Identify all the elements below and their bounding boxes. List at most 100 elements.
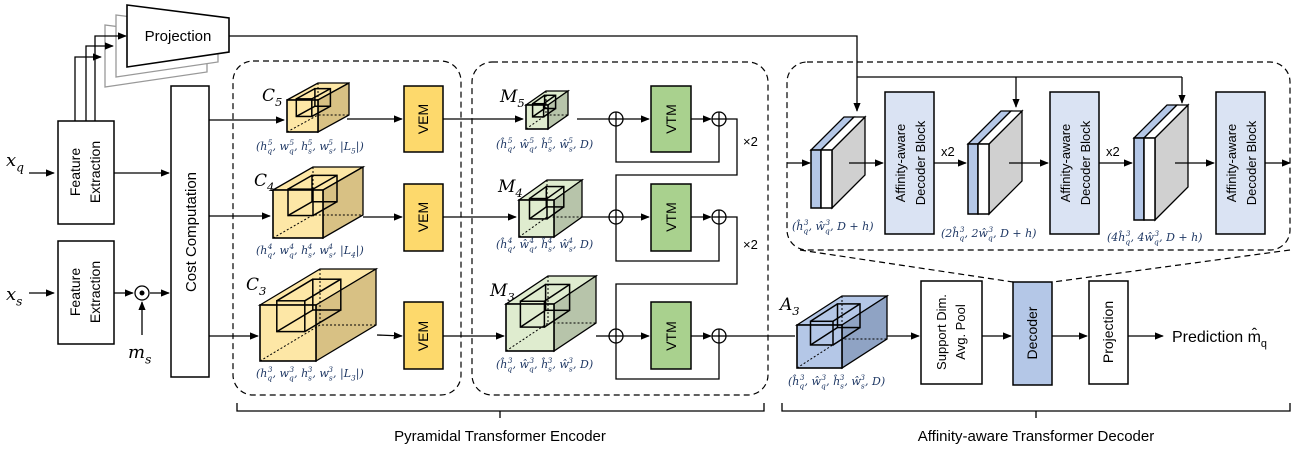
projection-box-bottom	[1088, 280, 1129, 385]
cost-volume-c5-inner-edge	[311, 105, 331, 118]
feature-extraction-query-box	[57, 120, 115, 225]
decoder-feature-1-white-channel	[820, 149, 833, 209]
cost-volume-c3-inner-front	[276, 300, 306, 333]
feature-extraction-line1: Feature	[67, 148, 83, 196]
projection-to-decoder	[229, 35, 861, 112]
affinity-a3-inner-edge	[810, 303, 838, 322]
repeat-label: ×2	[743, 134, 758, 149]
cost-volume-c4-label: C4	[254, 171, 274, 194]
cost-volume-c5-dims: (hq5, wq5, hs5, ws5, |L5|)	[256, 138, 364, 155]
decoder-block-3-label: Affinity-aware Decoder Block	[1224, 120, 1259, 205]
decoder-box	[1012, 281, 1053, 386]
projection-box	[126, 4, 230, 68]
cost-volume-c3-inner-edge	[304, 309, 342, 333]
encoder-title: Pyramidal Transformer Encoder	[394, 428, 606, 445]
cost-volume-c5-inner-edge	[295, 105, 316, 118]
map-m4-inner-front	[528, 197, 548, 220]
decoder-label: Decoder	[1024, 306, 1040, 359]
map-m3-label: M3	[489, 281, 515, 304]
vtm-label: VTM	[663, 104, 679, 134]
decoder-block-line2: Decoder Block	[913, 120, 928, 205]
vem-label: VEM	[415, 202, 431, 232]
feature-extraction-support-box	[57, 240, 115, 345]
level5-to-level4	[615, 118, 738, 210]
support-mask-label: ms	[128, 342, 151, 366]
feature-dims-3: (4ĥq3, 4ŵq3, D + h)	[1107, 229, 1202, 246]
affinity-a3-inner-back	[836, 303, 861, 329]
decoder-feature-2-white-channel	[977, 143, 990, 215]
cost-computation-label: Cost Computation	[183, 172, 200, 292]
residual-skip	[615, 126, 720, 163]
feature-to-projection	[85, 42, 114, 121]
cost-computation-box	[170, 85, 210, 378]
query-image-label: xq	[6, 150, 24, 174]
feature-extraction-line2: Extraction	[87, 261, 103, 323]
map-m3-inner-edge	[543, 309, 571, 328]
decoder-feature-1-blue-channel	[810, 149, 822, 209]
affinity-a3-inner-edge	[810, 326, 838, 346]
cost-volume-c4-inner-edge	[287, 201, 313, 217]
cost-volume-c3-inner-edge	[276, 309, 314, 333]
c3-to-vem	[376, 332, 403, 340]
cost-volume-c4-dims: (hq4, wq4, hs4, ws4, |L4|)	[256, 242, 364, 259]
level4-to-level3	[615, 216, 738, 329]
cost-volume-c3-dims: (hq3, wq3, hs3, ws3, |L3|)	[256, 365, 364, 382]
cost-volume-c5-hidden-edge	[286, 114, 349, 133]
decoder-detail-group	[786, 61, 1291, 251]
feature-to-projection	[94, 32, 127, 121]
map-m5-label: M5	[499, 87, 525, 110]
map-m3-inner-edge	[519, 309, 547, 328]
cost-volume-c4-inner-edge	[312, 201, 338, 217]
map-m4-inner-back	[545, 185, 565, 208]
affinity-a3-inner-edge	[832, 303, 861, 322]
affinity-decoder-block-2	[1049, 91, 1100, 235]
map-m4-inner-edge	[546, 206, 565, 220]
encoder-cost-group	[232, 60, 462, 396]
projection-top-label: Projection	[145, 28, 212, 45]
map-m4-dims: (ĥq4, ŵq4, ĥs4, ŵs4, D)	[496, 236, 593, 253]
map-m3-hidden-edge	[505, 322, 596, 352]
feature-dims-2: (2ĥq3, 2ŵq3, D + h)	[941, 225, 1036, 242]
map-m3-inner-edge	[519, 283, 547, 302]
affinity-a3-inner-front	[809, 320, 834, 346]
vem-label: VEM	[415, 104, 431, 134]
affinity-decoder-block-1	[884, 91, 935, 235]
vtm-label: VTM	[663, 202, 679, 232]
affinity-a3-label: A3	[778, 295, 800, 318]
prediction-label: Prediction m̂q	[1172, 326, 1267, 349]
decoder-block-line2: Decoder Block	[1244, 120, 1259, 205]
map-m3-inner-edge	[543, 283, 571, 302]
cost-volume-c5-inner-edge	[295, 87, 316, 100]
feature-extraction-line2: Extraction	[87, 141, 103, 203]
map-m3-dims: (ĥq3, ŵq3, ĥs3, ŵs3, D)	[496, 356, 593, 373]
support-avg-pool-box	[920, 280, 983, 385]
cost-volume-c3-label: C3	[246, 275, 266, 298]
decoder-block-line2: Decoder Block	[1078, 120, 1093, 205]
map-m3-inner-back	[544, 283, 571, 312]
cost-volume-c3-inner-edge	[304, 278, 342, 302]
feature-extraction-query: Feature Extraction	[67, 141, 103, 203]
map-m4-label: M4	[497, 177, 523, 200]
vem-box-1	[403, 85, 444, 153]
affinity-dims: (ĥq3, ŵq3, ĥs3, ŵs3, D)	[788, 373, 885, 390]
vtm-box-3	[650, 301, 692, 370]
map-m5-inner-edge	[532, 94, 546, 105]
vem-label: VEM	[415, 321, 431, 351]
decoder-block-1-label: Affinity-aware Decoder Block	[893, 120, 928, 205]
cost-volume-c4-inner-edge	[287, 174, 313, 190]
cost-volume-c5-inner-edge	[311, 87, 331, 100]
feature-dims-1: (ĥq3, ŵq3, D + h)	[792, 218, 874, 235]
support-image-label: xs	[6, 284, 22, 308]
map-m4-inner-edge	[529, 185, 547, 200]
residual-skip	[615, 224, 720, 262]
map-m5-inner-edge	[543, 107, 557, 118]
map-m5-dims: (ĥq5, ŵq5, ĥs5, ŵs5, D)	[496, 136, 593, 153]
cost-volume-c4-inner-edge	[312, 174, 338, 190]
encoder-transformer-group	[471, 61, 769, 396]
map-m4-inner-edge	[529, 206, 547, 220]
affinity-a3-front	[796, 324, 843, 369]
map-m3-inner-front	[519, 300, 546, 328]
affinity-decoder-block-3	[1215, 91, 1266, 235]
map-m4-hidden-edge	[518, 216, 582, 238]
